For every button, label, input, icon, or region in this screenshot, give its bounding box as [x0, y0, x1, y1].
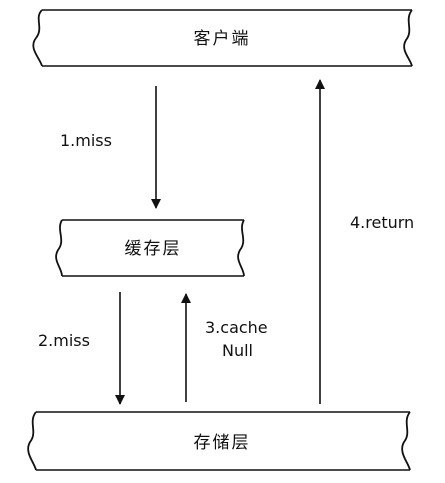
edge-1-miss: 1.miss — [60, 86, 161, 209]
edge-4-label: 4.return — [350, 213, 414, 232]
cache-node: 缓存层 — [55, 219, 245, 277]
cache-label: 缓存层 — [125, 239, 182, 259]
edge-3-cache-null: 3.cache Null — [181, 293, 268, 402]
client-node: 客户端 — [32, 9, 413, 67]
edge-2-label: 2.miss — [38, 331, 90, 350]
client-label: 客户端 — [194, 29, 251, 49]
edge-4-return: 4.return — [315, 79, 414, 404]
edge-3-label-line1: 3.cache — [205, 318, 268, 337]
edge-2-miss: 2.miss — [38, 292, 125, 405]
storage-label: 存储层 — [194, 433, 251, 453]
edge-1-label: 1.miss — [60, 131, 112, 150]
storage-node: 存储层 — [27, 411, 411, 471]
edge-3-label-line2: Null — [222, 341, 253, 360]
